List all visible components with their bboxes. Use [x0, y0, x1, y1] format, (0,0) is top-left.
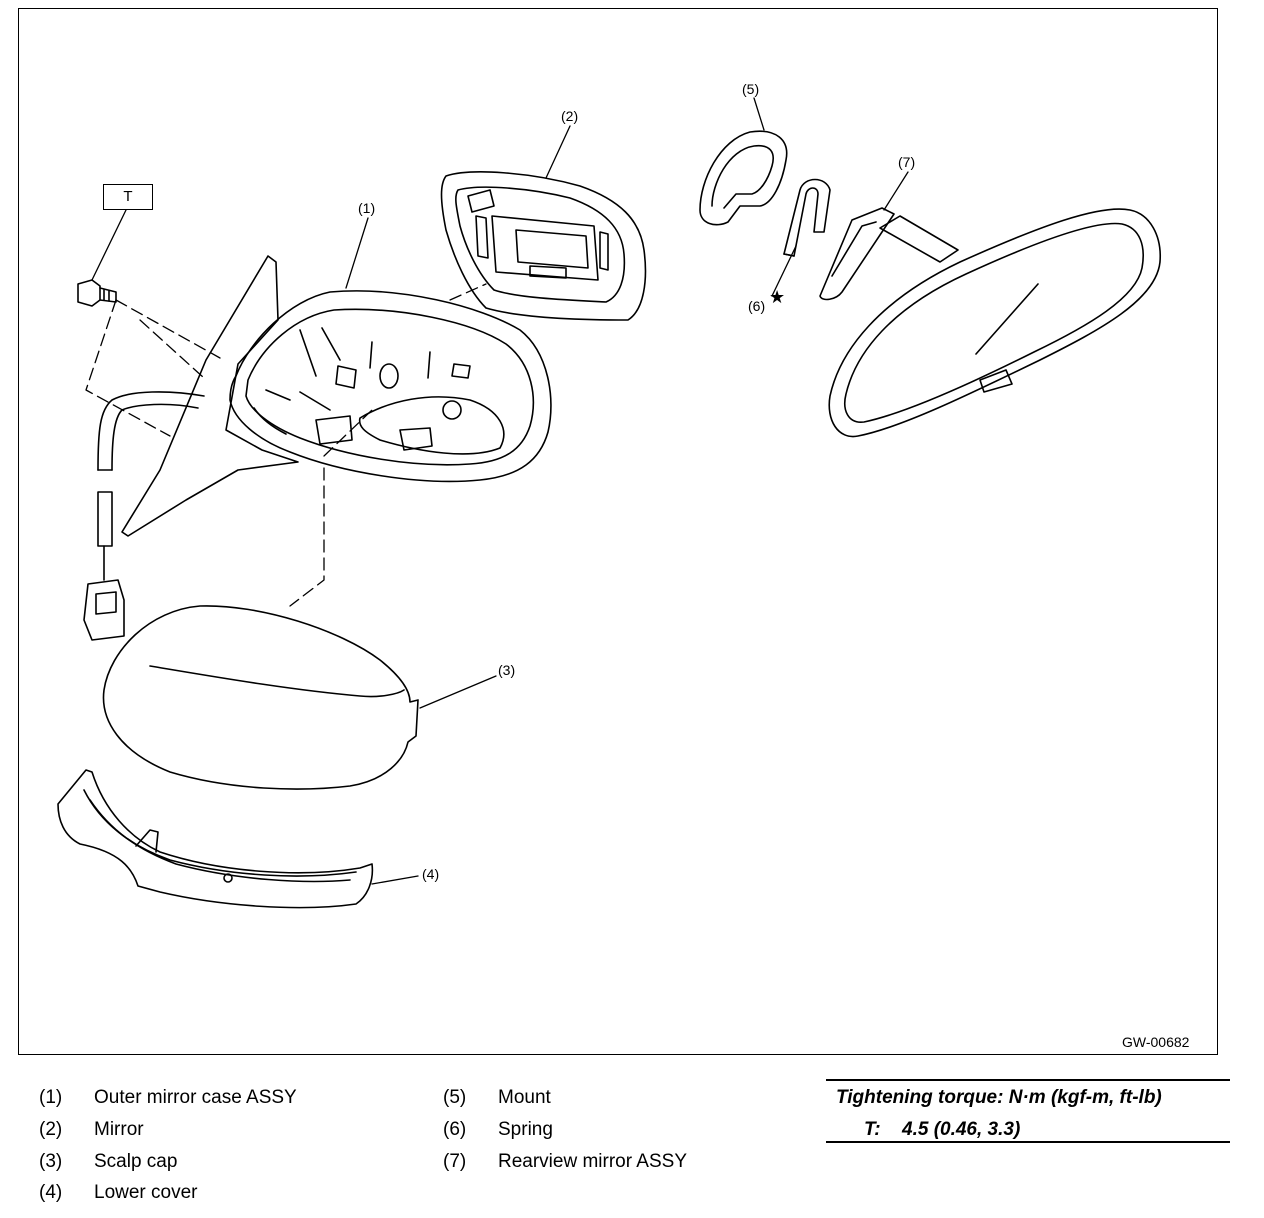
callout-6: (6)	[748, 298, 766, 314]
torque-symbol-box: T	[103, 184, 153, 210]
mirror-glass	[440, 171, 647, 321]
scalp-cap	[102, 605, 419, 790]
callout-5: (5)	[742, 81, 760, 97]
callout-2: (2)	[561, 108, 579, 124]
legend-num: (7)	[443, 1151, 467, 1172]
legend-num: (1)	[39, 1087, 63, 1108]
leader-lines	[91, 97, 909, 885]
lower-cover	[57, 769, 374, 909]
bolt	[77, 279, 117, 307]
legend-num: (3)	[39, 1151, 63, 1172]
torque-row: T: 4.5 (0.46, 3.3)	[864, 1119, 1020, 1141]
callout-3: (3)	[498, 662, 516, 678]
exploded-view-drawing	[57, 97, 1161, 909]
wire-harness	[83, 391, 205, 641]
spring-clip	[783, 178, 831, 257]
legend-label: Spring	[498, 1119, 553, 1140]
callout-1: (1)	[358, 200, 376, 216]
legend-num: (5)	[443, 1087, 467, 1108]
legend-label: Mirror	[94, 1119, 144, 1140]
callout-4: (4)	[422, 866, 440, 882]
legend-num: (4)	[39, 1182, 63, 1203]
torque-symbol: T:	[864, 1119, 881, 1140]
outer-mirror-case	[121, 255, 552, 537]
star-icon: ★	[769, 287, 786, 307]
legend-label: Outer mirror case ASSY	[94, 1087, 297, 1108]
mount-part	[699, 130, 788, 226]
rearview-mirror	[819, 207, 1161, 438]
legend-label: Scalp cap	[94, 1151, 178, 1172]
torque-title: Tightening torque: N·m (kgf-m, ft-lb)	[836, 1087, 1162, 1108]
legend-label: Rearview mirror ASSY	[498, 1151, 687, 1172]
legend-label: Lower cover	[94, 1182, 198, 1203]
legend-label: Mount	[498, 1087, 551, 1108]
diagram-frame	[18, 8, 1218, 1055]
torque-table: Tightening torque: N·m (kgf-m, ft-lb) T:…	[826, 1079, 1230, 1143]
legend-num: (2)	[39, 1119, 63, 1140]
callout-7: (7)	[898, 154, 916, 170]
torque-value: 4.5 (0.46, 3.3)	[902, 1119, 1021, 1140]
legend-num: (6)	[443, 1119, 467, 1140]
dashed-assembly-lines	[85, 283, 487, 607]
figure-id: GW-00682	[1122, 1034, 1190, 1050]
